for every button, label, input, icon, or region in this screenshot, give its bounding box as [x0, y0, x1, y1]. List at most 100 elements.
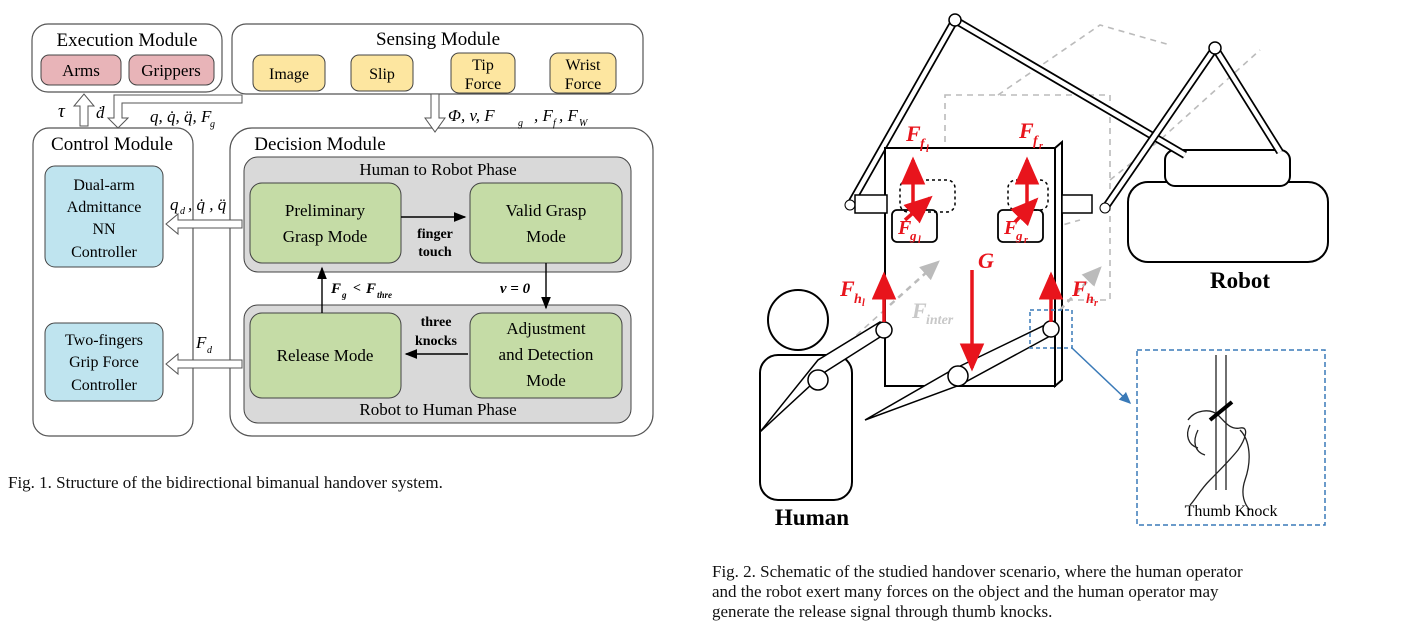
human-left-hand [875, 321, 893, 339]
fg-left-subsub: l [918, 235, 921, 246]
qd-sub: d [180, 206, 186, 217]
left-gripper-dotted [899, 179, 956, 213]
finger-touch-label-2: touch [418, 245, 452, 260]
tip-force-label-1: Tip [472, 57, 494, 74]
tau-hollow-arrow [72, 93, 96, 127]
valid-grasp-box [469, 182, 623, 264]
sensing-sub-f: f [553, 118, 557, 129]
slip-label: Slip [369, 66, 395, 83]
ff-right-subsub: r [1039, 141, 1043, 152]
feedback-label: q, q̇, q̈, F [150, 107, 212, 126]
preliminary-label-2: Grasp Mode [283, 227, 368, 246]
gravity-label: G [978, 248, 994, 273]
human-left-elbow [807, 369, 829, 391]
fd-label: F [195, 333, 207, 352]
adjustment-label-3: Mode [526, 371, 566, 390]
v-zero-label: v = 0 [500, 281, 531, 297]
adjustment-detection-box [469, 312, 623, 399]
admittance-label-2: Admittance [67, 199, 142, 216]
arms-label: Arms [62, 61, 100, 80]
qd-hollow-arrow [165, 212, 243, 236]
adjustment-label-2: and Detection [499, 345, 594, 364]
wrist-force-box [549, 52, 617, 94]
object-side [1054, 139, 1063, 389]
sensing-sub-g: g [518, 118, 523, 129]
fg-right-subsub: r [1024, 235, 1028, 246]
image-box [252, 54, 326, 92]
tip-force-label-2: Force [465, 76, 501, 93]
grip-force-label-2: Grip Force [69, 354, 139, 371]
fg-left-label: F [897, 217, 912, 239]
sensing-sub-w: W [579, 118, 589, 129]
preliminary-grasp-box [249, 182, 402, 264]
ff-left-subsub: l [926, 144, 929, 155]
arms-box [40, 54, 122, 86]
f-inter-sub: inter [926, 313, 954, 328]
grippers-box [128, 54, 215, 86]
human-head [767, 289, 829, 351]
admittance-controller-box [44, 165, 164, 268]
valid-label-1: Valid Grasp [506, 201, 587, 220]
fig2-caption: Fig. 2. Schematic of the studied handove… [712, 562, 1382, 622]
fh-right-label: F [1071, 276, 1087, 301]
fg-right-label: F [1003, 217, 1018, 239]
thumb-knock-illustration [1187, 355, 1251, 511]
fthre-sub: thre [377, 290, 392, 300]
robot-torso [1164, 149, 1291, 187]
preliminary-label-1: Preliminary [285, 201, 366, 220]
three-knocks-label-2: knocks [415, 334, 458, 349]
ff-right-sub: f [1033, 134, 1039, 149]
robot-right-wrist [1099, 202, 1111, 214]
thumb-knock-frame [1136, 349, 1326, 526]
execution-module-title: Execution Module [57, 30, 198, 51]
slip-box [350, 54, 414, 92]
adjustment-label-1: Adjustment [506, 319, 586, 338]
thumb-knock-label: Thumb Knock [1185, 503, 1278, 520]
admittance-label-1: Dual-arm [73, 177, 135, 194]
tip-force-box [450, 52, 516, 94]
sensing-out-label: Φ, v, F [448, 106, 495, 125]
qd-derivs: , q̇ , q̈ [188, 195, 227, 214]
fh-left-sub: h [854, 292, 862, 307]
fg-right-arrow [1010, 197, 1039, 227]
r2h-phase-title: Robot to Human Phase [359, 400, 516, 419]
release-mode-box [249, 312, 402, 399]
ff-left-sub: f [920, 137, 926, 152]
f-inter-right-arrow [1059, 266, 1102, 311]
f-inter-label: F [911, 298, 927, 323]
fig1-diagram: Execution Module Arms Grippers Sensing M… [31, 23, 654, 437]
fd-sub: d [207, 345, 213, 356]
grip-force-controller-box [44, 322, 164, 402]
grippers-label: Grippers [141, 61, 200, 80]
fig2-caption-line-3: generate the release signal through thum… [712, 602, 1053, 621]
feedback-hollow-arrow [106, 94, 243, 129]
wrist-force-label-1: Wrist [566, 57, 601, 74]
ff-left-label: F [905, 121, 921, 146]
h2r-phase-title: Human to Robot Phase [359, 160, 516, 179]
ff-right-label: F [1018, 118, 1034, 143]
sensing-sep-2: , F [559, 106, 579, 125]
human-right-elbow [947, 365, 969, 387]
release-label: Release Mode [277, 346, 374, 365]
human-right-hand [1042, 320, 1060, 338]
finger-touch-label-1: finger [417, 227, 453, 242]
robot-label: Robot [1210, 268, 1270, 293]
fh-left-label: F [839, 276, 855, 301]
fig2-caption-line-2: and the robot exert many forces on the o… [712, 582, 1219, 601]
fh-right-subsub: r [1094, 298, 1098, 309]
fh-right-sub: h [1086, 292, 1094, 307]
fg-right-sub: g [1015, 228, 1023, 243]
robot-left-wrist [844, 199, 856, 211]
human-label: Human [775, 505, 849, 530]
image-label: Image [269, 66, 309, 83]
fig2-caption-line-1: Fig. 2. Schematic of the studied handove… [712, 562, 1243, 581]
fg-sub: g [341, 290, 347, 300]
fg-label: F [330, 281, 341, 297]
right-gripper-mount [1061, 194, 1093, 214]
fd-hollow-arrow [165, 352, 243, 376]
sensing-sep-1: , F [534, 106, 554, 125]
sensing-out-hollow-arrow [424, 93, 446, 133]
fg-left-sub: g [909, 228, 917, 243]
robot-right-joint [1208, 41, 1222, 55]
left-gripper-mount [854, 194, 888, 214]
